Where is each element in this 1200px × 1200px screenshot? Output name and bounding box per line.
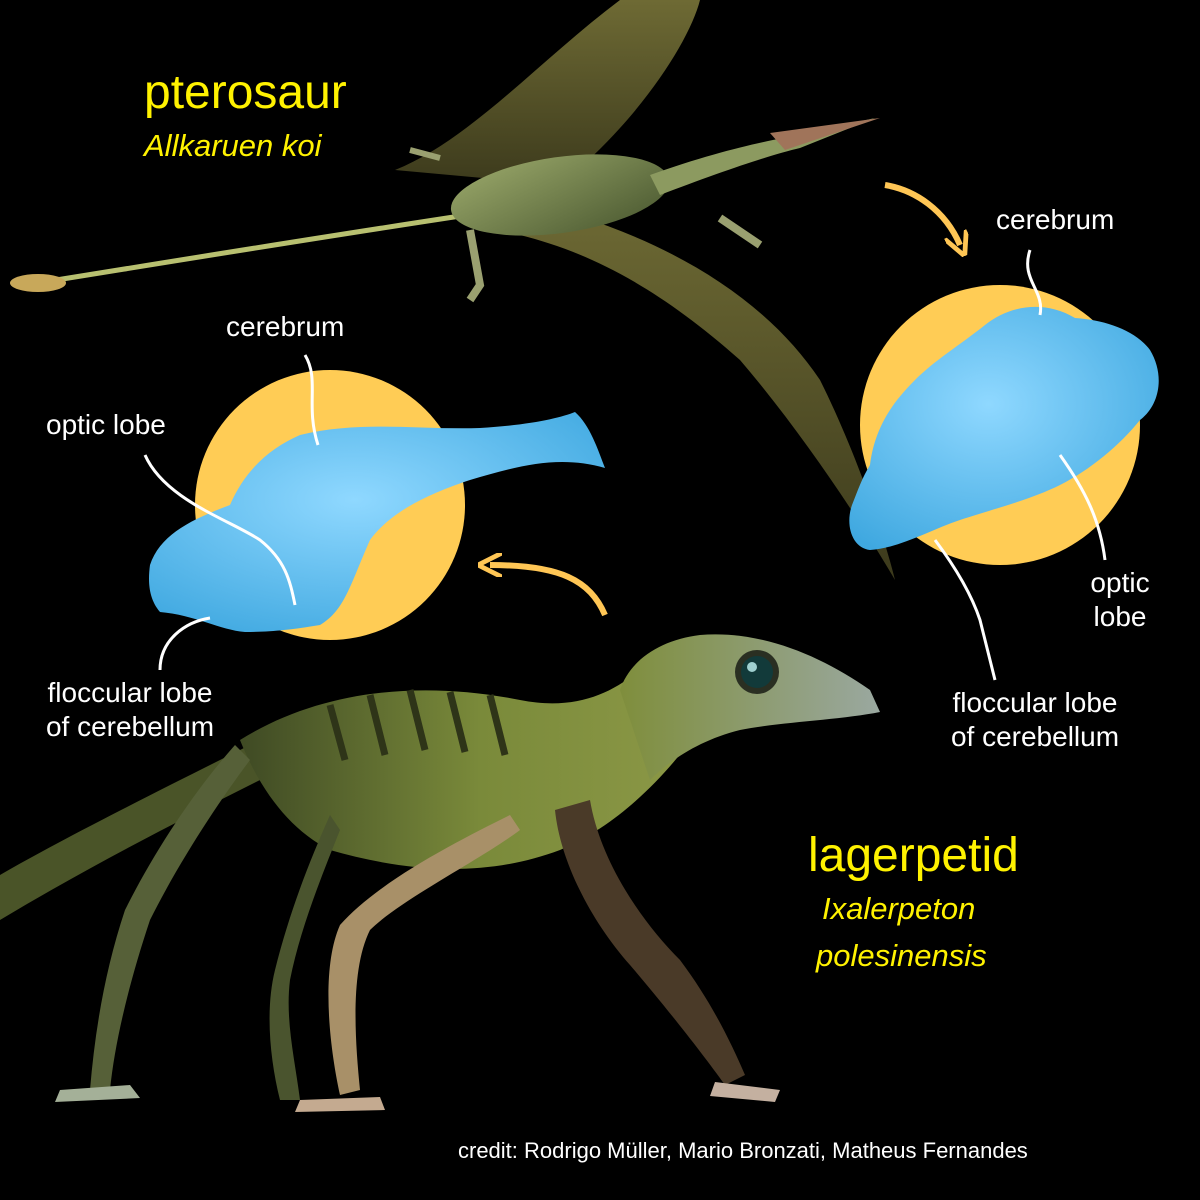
pterosaur-floccular-label: floccular lobe of cerebellum: [920, 686, 1150, 754]
pterosaur-optic-lobe-label: optic lobe: [1070, 566, 1170, 634]
lagerpetid-floccular-line1: floccular lobe: [47, 677, 213, 708]
pterosaur-species: Allkaruen koi: [144, 128, 322, 163]
lagerpetid-floccular-label: floccular lobe of cerebellum: [20, 676, 240, 744]
credit-text: credit: Rodrigo Müller, Mario Bronzati, …: [458, 1138, 1028, 1163]
arrow-to-pterosaur-brain: [884, 182, 960, 245]
lagerpetid-species-line1: Ixalerpeton: [822, 891, 976, 926]
pterosaur-optic-line1: optic: [1090, 567, 1150, 598]
lagerpetid-optic-lobe-label: optic lobe: [46, 409, 166, 440]
pterosaur-illustration: [10, 0, 895, 580]
arrow-to-lagerpetid-brain: [490, 565, 608, 617]
lagerpetid-brain: [143, 354, 605, 671]
lagerpetid-species-line2: polesinensis: [816, 938, 987, 973]
lagerpetid-cerebrum-label: cerebrum: [226, 311, 345, 342]
pterosaur-title: pterosaur: [144, 66, 347, 119]
pterosaur-optic-line2: lobe: [1093, 601, 1147, 632]
lagerpetid-floccular-line2: of cerebellum: [45, 711, 215, 742]
lagerpetid-title: lagerpetid: [808, 829, 1019, 882]
pterosaur-floccular-line2: of cerebellum: [950, 721, 1120, 752]
pterosaur-cerebrum-label: cerebrum: [996, 204, 1115, 235]
lagerpetid-illustration: [0, 634, 880, 1112]
pterosaur-floccular-line1: floccular lobe: [952, 687, 1118, 718]
pterosaur-brain: [849, 249, 1159, 681]
